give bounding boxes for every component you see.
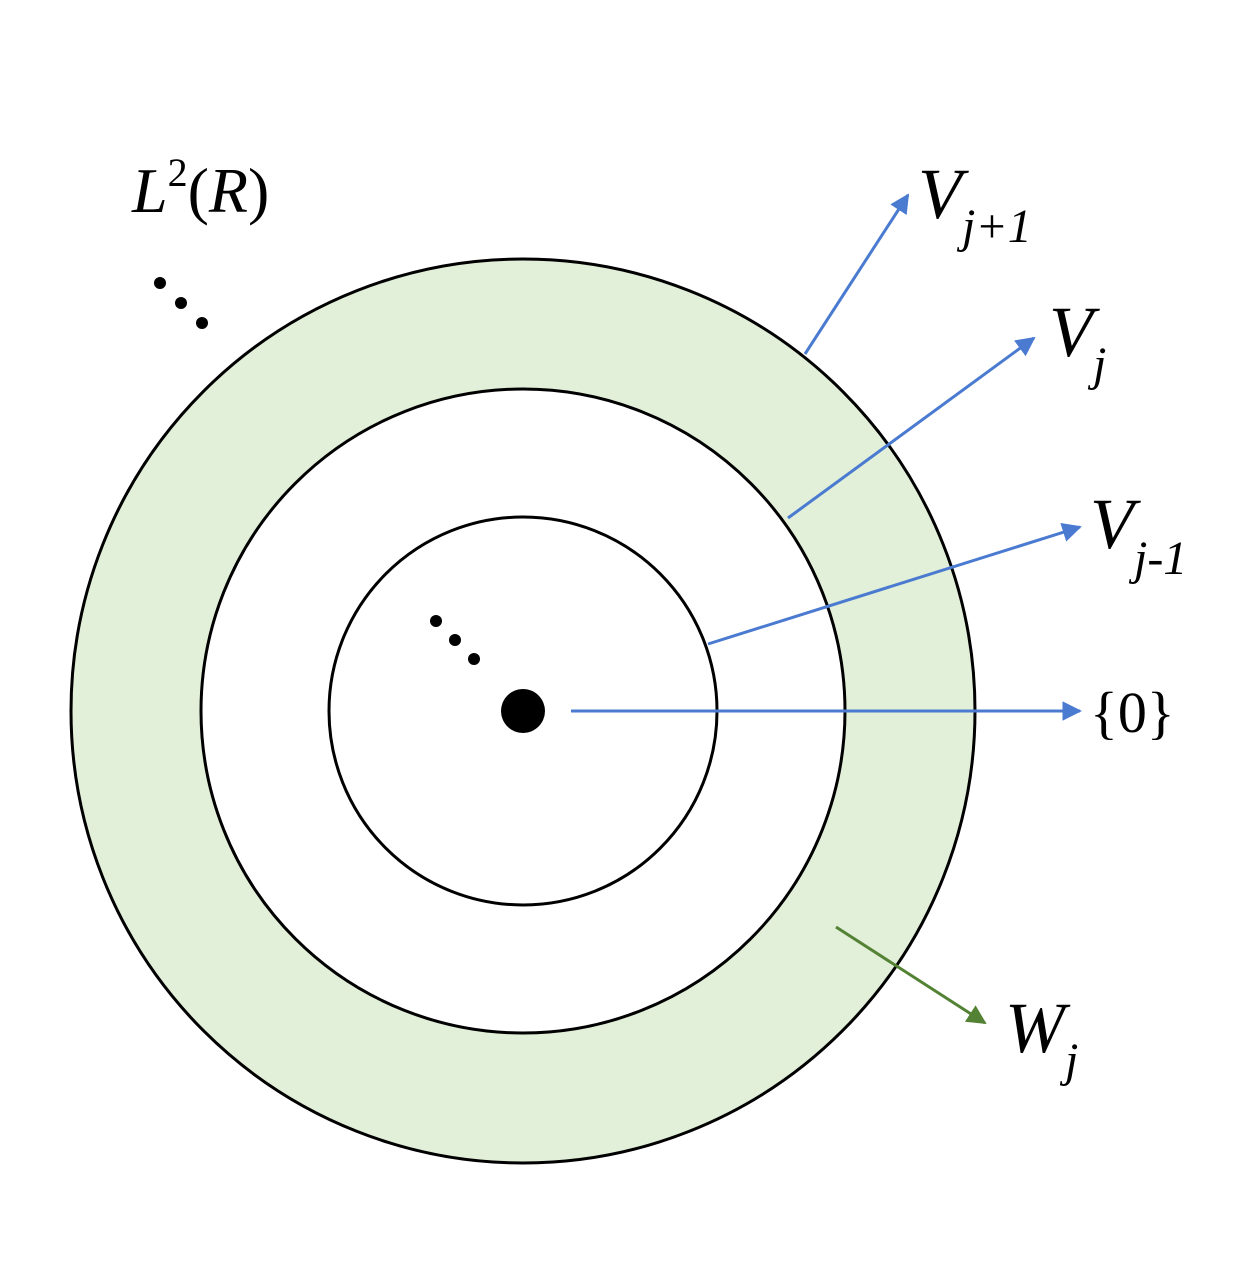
label-v-j: Vj — [1049, 292, 1106, 391]
inner-ellipsis-dots — [430, 615, 480, 665]
arrow-v-j — [787, 336, 1036, 520]
center-dot-zero — [501, 689, 545, 733]
v-prev-main: V — [1090, 484, 1141, 564]
v-next-main: V — [918, 154, 969, 234]
label-v-j-minus-1: Vj-1 — [1090, 484, 1187, 585]
space-arg: R — [208, 155, 248, 226]
label-w-j: Wj — [1005, 988, 1078, 1087]
v-next-sub: j+1 — [956, 200, 1032, 253]
arrow-v-j-minus-1 — [707, 522, 1082, 646]
outer-ellipsis-dots — [154, 277, 208, 329]
v-j-main: V — [1049, 292, 1100, 372]
v-prev-sub: j-1 — [1128, 532, 1187, 585]
arrow-w-j — [835, 925, 987, 1025]
space-base: L — [131, 155, 168, 226]
w-j-main: W — [1005, 988, 1071, 1068]
space-sup: 2 — [168, 150, 188, 195]
label-v-j-plus-1: Vj+1 — [918, 154, 1032, 253]
label-zero: {0} — [1090, 680, 1175, 745]
arrow-v-j-plus-1 — [803, 193, 910, 355]
space-l2r-label: L2(R) — [131, 150, 269, 226]
